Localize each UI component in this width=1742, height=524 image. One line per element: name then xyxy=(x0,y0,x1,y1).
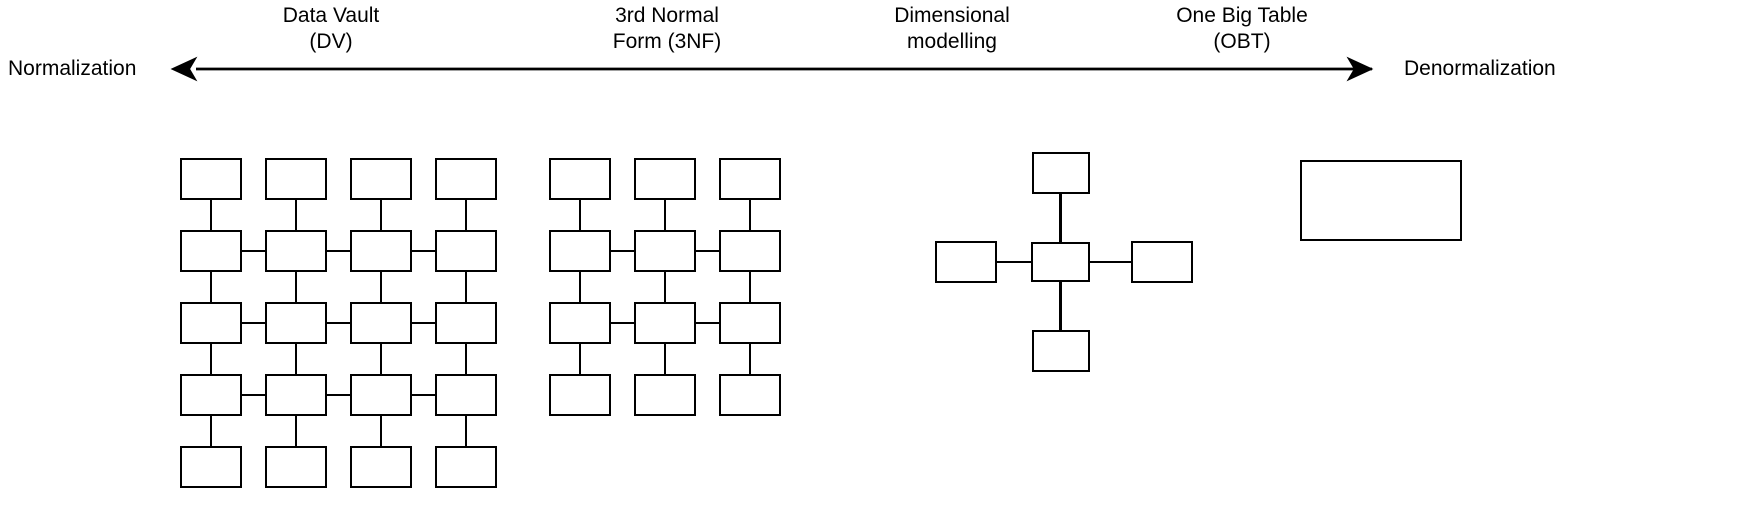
dv-vertical-link xyxy=(379,416,383,446)
tnf-vertical-link xyxy=(578,272,582,302)
tnf-horizontal-link xyxy=(611,321,634,325)
axis-label-denormalization: Denormalization xyxy=(1404,57,1556,80)
dim-horizontal-link xyxy=(1090,260,1131,264)
column-title-line2: (DV) xyxy=(309,30,353,53)
column-title-third-normal-form: 3rd Normal Form (3NF) xyxy=(613,3,722,55)
tnf-entity-box xyxy=(549,158,611,200)
tnf-vertical-link xyxy=(578,200,582,230)
column-title-line2: Form (3NF) xyxy=(612,30,722,53)
dv-vertical-link xyxy=(209,416,213,446)
dim-horizontal-link xyxy=(997,260,1031,264)
dv-entity-box xyxy=(180,302,242,344)
dv-horizontal-link xyxy=(327,249,350,253)
dv-vertical-link xyxy=(294,200,298,230)
axis-label-normalization: Normalization xyxy=(8,57,137,80)
dv-entity-box xyxy=(180,374,242,416)
tnf-entity-box xyxy=(549,374,611,416)
dv-entity-box xyxy=(265,374,327,416)
dv-entity-box xyxy=(265,158,327,200)
dv-vertical-link xyxy=(294,416,298,446)
dim-vertical-link xyxy=(1059,282,1062,330)
dv-entity-box xyxy=(265,446,327,488)
dv-horizontal-link xyxy=(412,393,435,397)
column-title-line1: Data Vault xyxy=(282,4,380,27)
tnf-entity-box xyxy=(634,374,696,416)
dv-vertical-link xyxy=(294,344,298,374)
dv-entity-box xyxy=(435,158,497,200)
dv-entity-box xyxy=(435,374,497,416)
dv-vertical-link xyxy=(464,272,468,302)
tnf-horizontal-link xyxy=(696,321,719,325)
tnf-entity-box xyxy=(719,302,781,344)
tnf-vertical-link xyxy=(578,344,582,374)
dv-entity-box xyxy=(350,158,412,200)
dv-vertical-link xyxy=(294,272,298,302)
dv-entity-box xyxy=(265,230,327,272)
dim-vertical-link xyxy=(1059,194,1062,242)
dv-vertical-link xyxy=(379,344,383,374)
tnf-vertical-link xyxy=(748,272,752,302)
dv-horizontal-link xyxy=(412,321,435,325)
column-title-dimensional-modelling: Dimensional modelling xyxy=(894,3,1010,55)
dv-vertical-link xyxy=(464,344,468,374)
dv-entity-box xyxy=(265,302,327,344)
column-title-line2: (OBT) xyxy=(1213,30,1271,53)
tnf-entity-box xyxy=(634,230,696,272)
dv-horizontal-link xyxy=(327,321,350,325)
dv-horizontal-link xyxy=(242,393,265,397)
dv-horizontal-link xyxy=(242,249,265,253)
tnf-vertical-link xyxy=(663,272,667,302)
dv-vertical-link xyxy=(379,272,383,302)
tnf-vertical-link xyxy=(748,200,752,230)
dv-vertical-link xyxy=(379,200,383,230)
dv-entity-box xyxy=(180,158,242,200)
tnf-entity-box xyxy=(719,230,781,272)
tnf-entity-box xyxy=(634,158,696,200)
dv-horizontal-link xyxy=(412,249,435,253)
tnf-entity-box xyxy=(719,374,781,416)
tnf-vertical-link xyxy=(663,344,667,374)
column-title-one-big-table: One Big Table (OBT) xyxy=(1176,3,1308,55)
dim-dimension-box xyxy=(1032,152,1090,194)
dv-entity-box xyxy=(350,374,412,416)
dv-entity-box xyxy=(350,446,412,488)
dv-vertical-link xyxy=(209,344,213,374)
dv-entity-box xyxy=(350,230,412,272)
tnf-horizontal-link xyxy=(696,249,719,253)
dv-entity-box xyxy=(350,302,412,344)
dv-entity-box xyxy=(180,446,242,488)
dv-vertical-link xyxy=(464,416,468,446)
dv-entity-box xyxy=(180,230,242,272)
dv-entity-box xyxy=(435,230,497,272)
column-title-line2: modelling xyxy=(907,30,997,53)
tnf-entity-box xyxy=(634,302,696,344)
dim-dimension-box xyxy=(1131,241,1193,283)
tnf-entity-box xyxy=(549,302,611,344)
tnf-horizontal-link xyxy=(611,249,634,253)
tnf-vertical-link xyxy=(748,344,752,374)
dim-dimension-box xyxy=(1032,330,1090,372)
column-title-line1: Dimensional xyxy=(894,4,1010,27)
dim-fact-box xyxy=(1031,242,1090,282)
dv-vertical-link xyxy=(464,200,468,230)
dv-entity-box xyxy=(435,446,497,488)
tnf-entity-box xyxy=(719,158,781,200)
dv-entity-box xyxy=(435,302,497,344)
dv-horizontal-link xyxy=(327,393,350,397)
normalization-spectrum-arrow-icon xyxy=(170,56,1374,82)
dv-horizontal-link xyxy=(242,321,265,325)
dim-dimension-box xyxy=(935,241,997,283)
dv-vertical-link xyxy=(209,272,213,302)
obt-entity-box xyxy=(1300,160,1462,241)
column-title-line1: 3rd Normal xyxy=(615,4,719,27)
column-title-line1: One Big Table xyxy=(1176,4,1308,27)
column-title-data-vault: Data Vault (DV) xyxy=(283,3,380,55)
tnf-entity-box xyxy=(549,230,611,272)
tnf-vertical-link xyxy=(663,200,667,230)
dv-vertical-link xyxy=(209,200,213,230)
